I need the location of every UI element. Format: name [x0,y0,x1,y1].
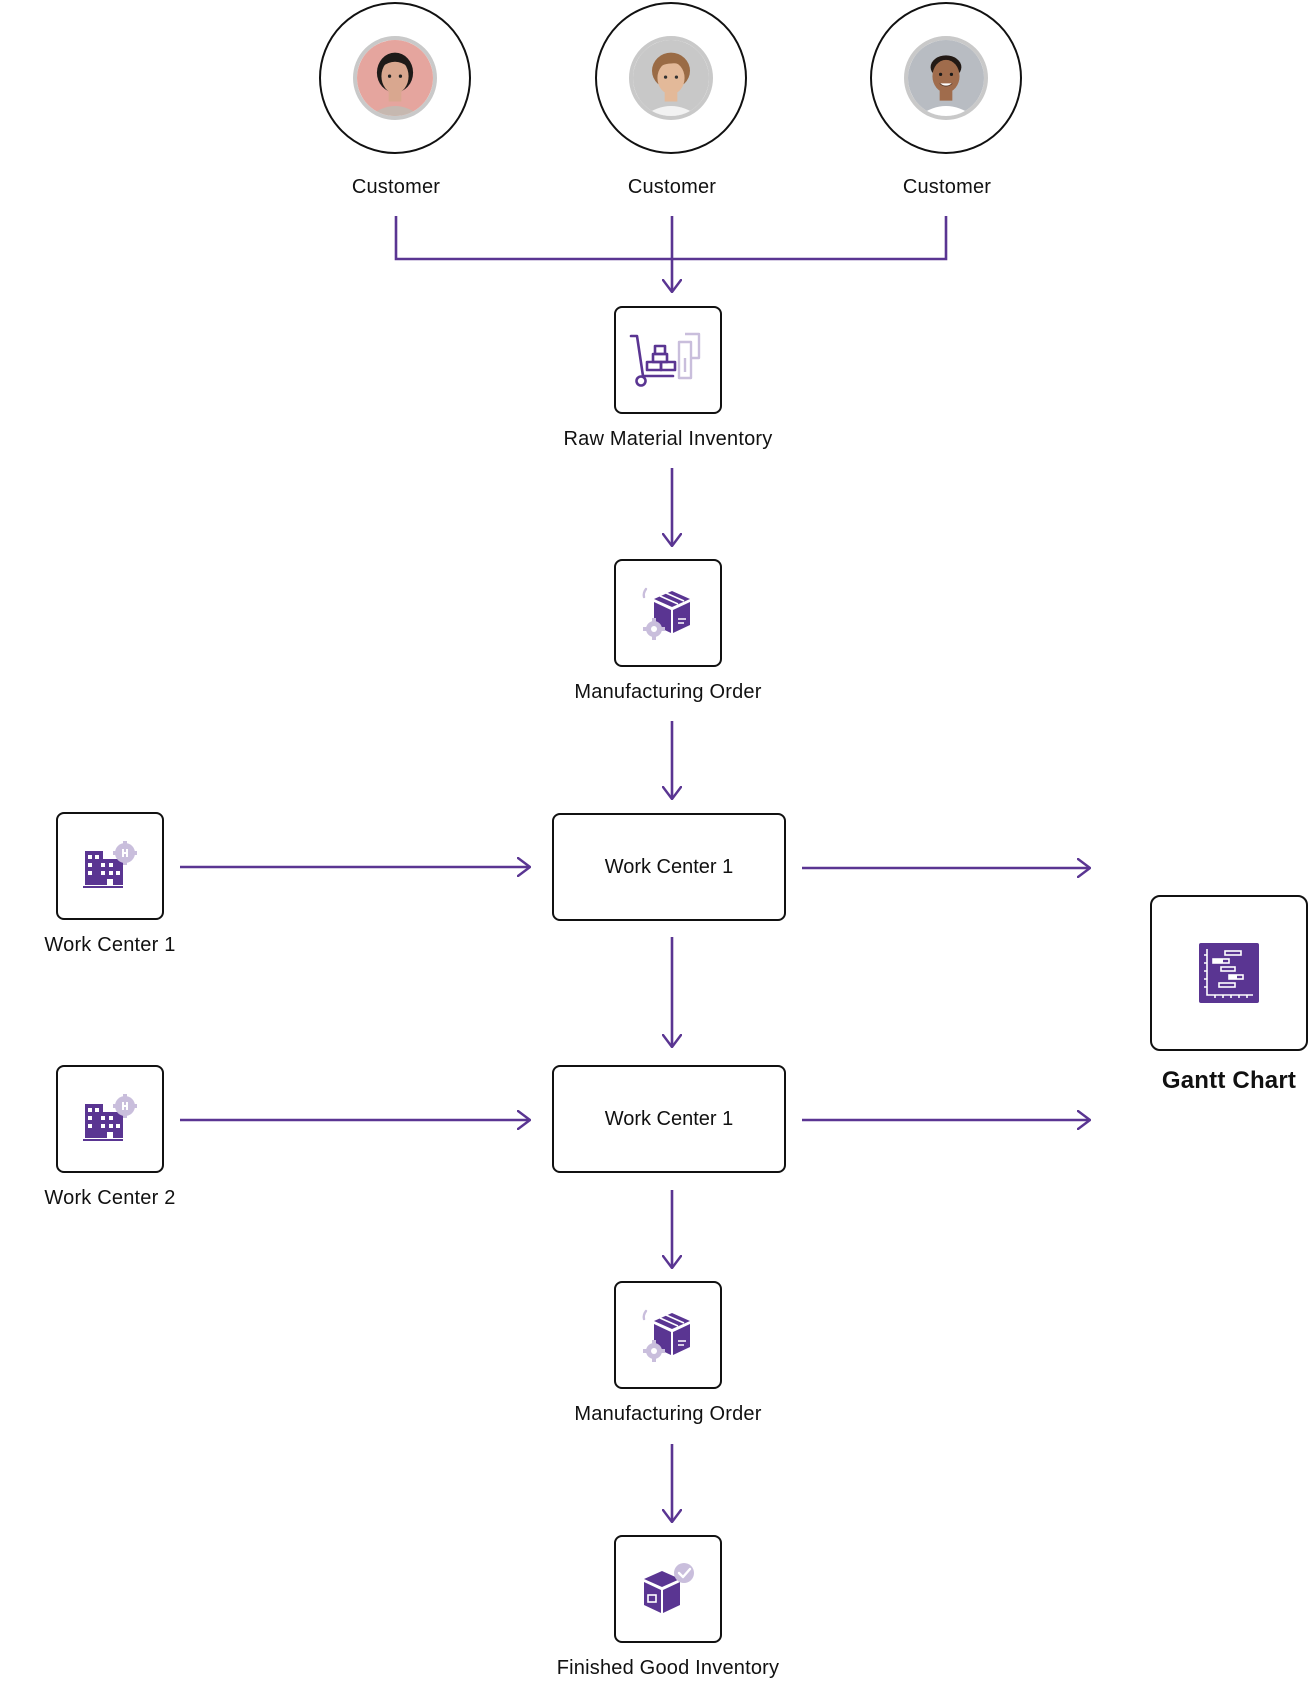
factory-gear-icon [83,1094,137,1141]
work-center-2-label: Work Center 2 [44,1187,176,1209]
raw-material-node[interactable] [614,306,722,414]
manufacturing-order-label: Manufacturing Order [574,681,762,703]
manufacturing-order-node[interactable] [614,559,722,667]
finished-good-node[interactable] [614,1535,722,1643]
work-center-1-node[interactable] [56,812,164,920]
work-center-center-1[interactable]: Work Center 1 [552,813,786,921]
work-center-1-label: Work Center 1 [44,934,176,956]
gantt-chart-node[interactable] [1150,895,1308,1051]
smiling-man-portrait-icon [904,36,988,120]
box-gear-icon [642,1309,690,1362]
work-center-2-node[interactable] [56,1065,164,1173]
customer-label-2: Customer [627,176,717,198]
woman-portrait-icon [353,36,437,120]
manufacturing-order-node-bottom[interactable] [614,1281,722,1389]
hand-truck-icon [629,332,701,387]
gantt-chart-icon [1199,943,1259,1003]
raw-material-label: Raw Material Inventory [563,428,773,450]
box-check-icon [644,1563,694,1613]
work-center-center-2[interactable]: Work Center 1 [552,1065,786,1173]
box-gear-icon [642,587,690,640]
finished-good-label: Finished Good Inventory [556,1657,780,1679]
customer-avatar-ring[interactable] [870,2,1022,154]
factory-gear-icon [83,841,137,888]
customer-label-1: Customer [351,176,441,198]
customer-avatar-ring[interactable] [595,2,747,154]
manufacturing-order-label-bottom: Manufacturing Order [574,1403,762,1425]
young-man-portrait-icon [629,36,713,120]
customer-label-3: Customer [902,176,992,198]
gantt-chart-label: Gantt Chart [1161,1067,1297,1094]
customer-avatar-ring[interactable] [319,2,471,154]
work-center-center-2-label: Work Center 1 [604,1107,734,1130]
work-center-center-1-label: Work Center 1 [604,855,734,878]
